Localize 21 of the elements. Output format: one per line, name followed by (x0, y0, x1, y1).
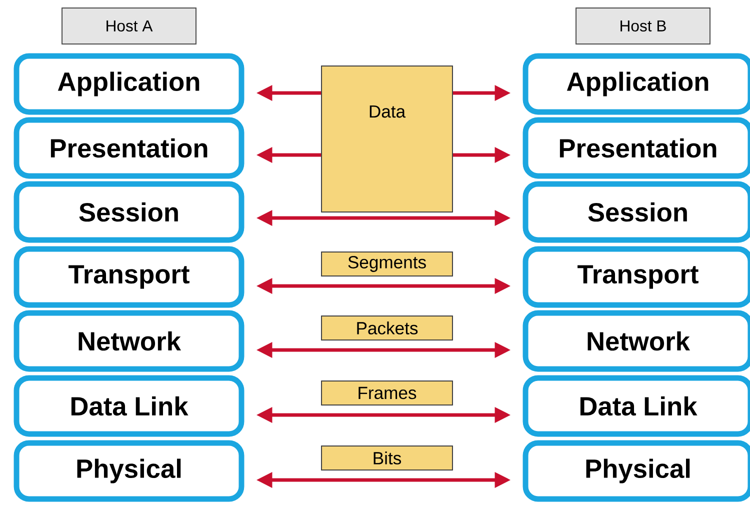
layer-box: Application (522, 53, 750, 115)
data-box: Data (321, 66, 453, 212)
layer-box: Presentation (14, 117, 244, 179)
layer-box: Physical (14, 440, 244, 502)
layer-box: Transport (522, 246, 750, 308)
layer-box: Data Link (522, 375, 750, 437)
host-label-box: Host B (576, 8, 710, 44)
edge-label: Bits (321, 446, 453, 470)
layer-box: Presentation (522, 117, 750, 179)
edge-label: Packets (321, 316, 453, 340)
layer-box: Application (14, 53, 244, 115)
layer-box: Session (522, 181, 750, 243)
layer-box: Physical (522, 440, 750, 502)
host-label-box: Host A (62, 8, 196, 44)
edge-label: Segments (321, 252, 453, 276)
layer-box: Network (14, 310, 244, 372)
layer-box: Session (14, 181, 244, 243)
layer-box: Transport (14, 246, 244, 308)
layer-box: Data Link (14, 375, 244, 437)
layer-box: Network (522, 310, 750, 372)
edge-label: Frames (321, 380, 453, 406)
